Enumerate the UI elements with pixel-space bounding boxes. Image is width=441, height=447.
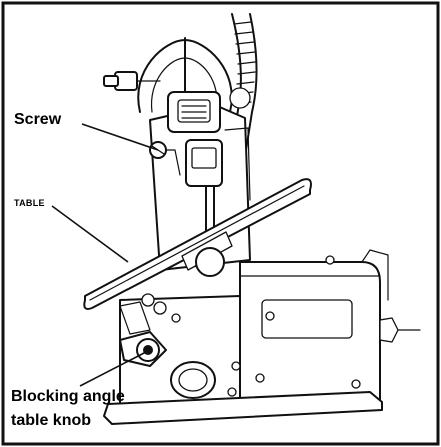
knob-pointer (79, 351, 147, 387)
blade-guard (103, 37, 233, 121)
label-knob-line1: Blocking angle (11, 388, 125, 405)
saw-base (103, 293, 383, 425)
scroll-saw-illustration (83, 13, 421, 425)
screw-pointer (81, 123, 159, 151)
angle-knob (119, 331, 167, 367)
saw-table (83, 178, 312, 310)
saw-body (239, 249, 421, 401)
label-table: TABLE (14, 198, 45, 208)
label-screw: Screw (14, 111, 62, 128)
label-knob-line2: table knob (11, 412, 91, 429)
table-pointer (51, 205, 129, 263)
